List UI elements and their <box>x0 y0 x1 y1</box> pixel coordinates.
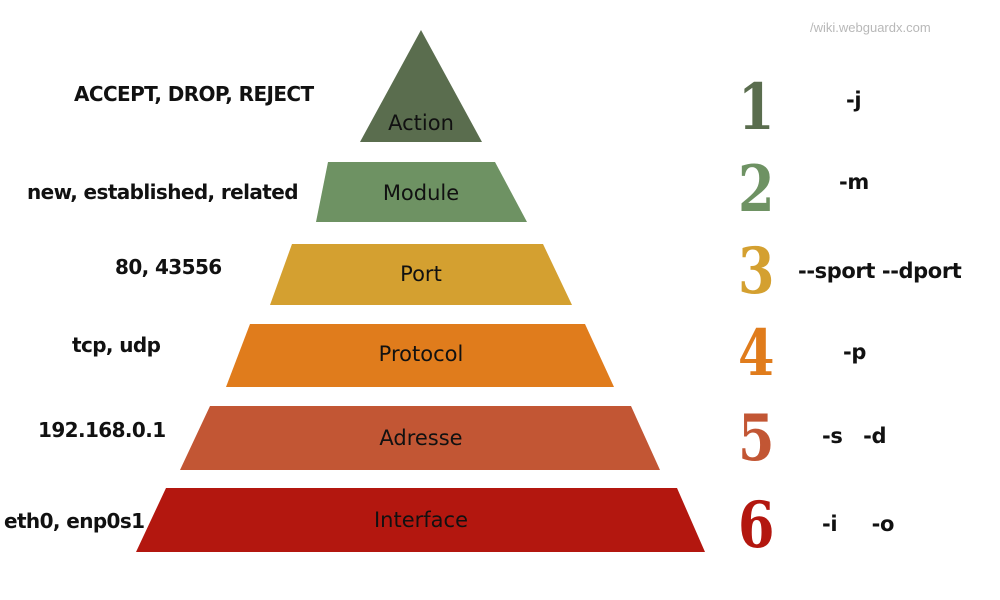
tier-shape-module <box>316 162 527 222</box>
example-port: 80, 43556 <box>115 255 222 279</box>
flag-adresse: -s -d <box>822 424 887 448</box>
example-adresse: 192.168.0.1 <box>38 418 166 442</box>
number-interface: 6 <box>738 488 775 563</box>
tier-label-port: Port <box>400 262 442 286</box>
example-interface: eth0, enp0s1 <box>4 509 145 533</box>
number-protocol: 4 <box>738 316 775 391</box>
number-module: 2 <box>738 152 775 227</box>
flag-port: --sport --dport <box>798 259 962 283</box>
tier-shape-adresse <box>180 406 660 470</box>
flag-protocol: -p <box>843 340 866 364</box>
number-adresse: 5 <box>738 401 775 476</box>
tier-shape-port <box>270 244 572 305</box>
tier-label-adresse: Adresse <box>379 426 462 450</box>
tier-label-protocol: Protocol <box>379 342 464 366</box>
flag-module: -m <box>839 170 869 194</box>
tier-label-interface: Interface <box>374 508 468 532</box>
tier-shape-interface <box>136 488 705 552</box>
flag-action: -j <box>846 88 862 112</box>
watermark: /wiki.webguardx.com <box>810 20 931 35</box>
tier-label-action: Action <box>388 111 454 135</box>
tier-shape-action <box>360 30 482 142</box>
tier-shape-protocol <box>226 324 614 387</box>
example-protocol: tcp, udp <box>72 333 161 357</box>
number-port: 3 <box>738 234 775 309</box>
tier-label-module: Module <box>383 181 459 205</box>
flag-interface: -i -o <box>822 512 895 536</box>
example-action: ACCEPT, DROP, REJECT <box>74 82 314 106</box>
example-module: new, established, related <box>27 180 299 204</box>
number-action: 1 <box>738 70 775 145</box>
